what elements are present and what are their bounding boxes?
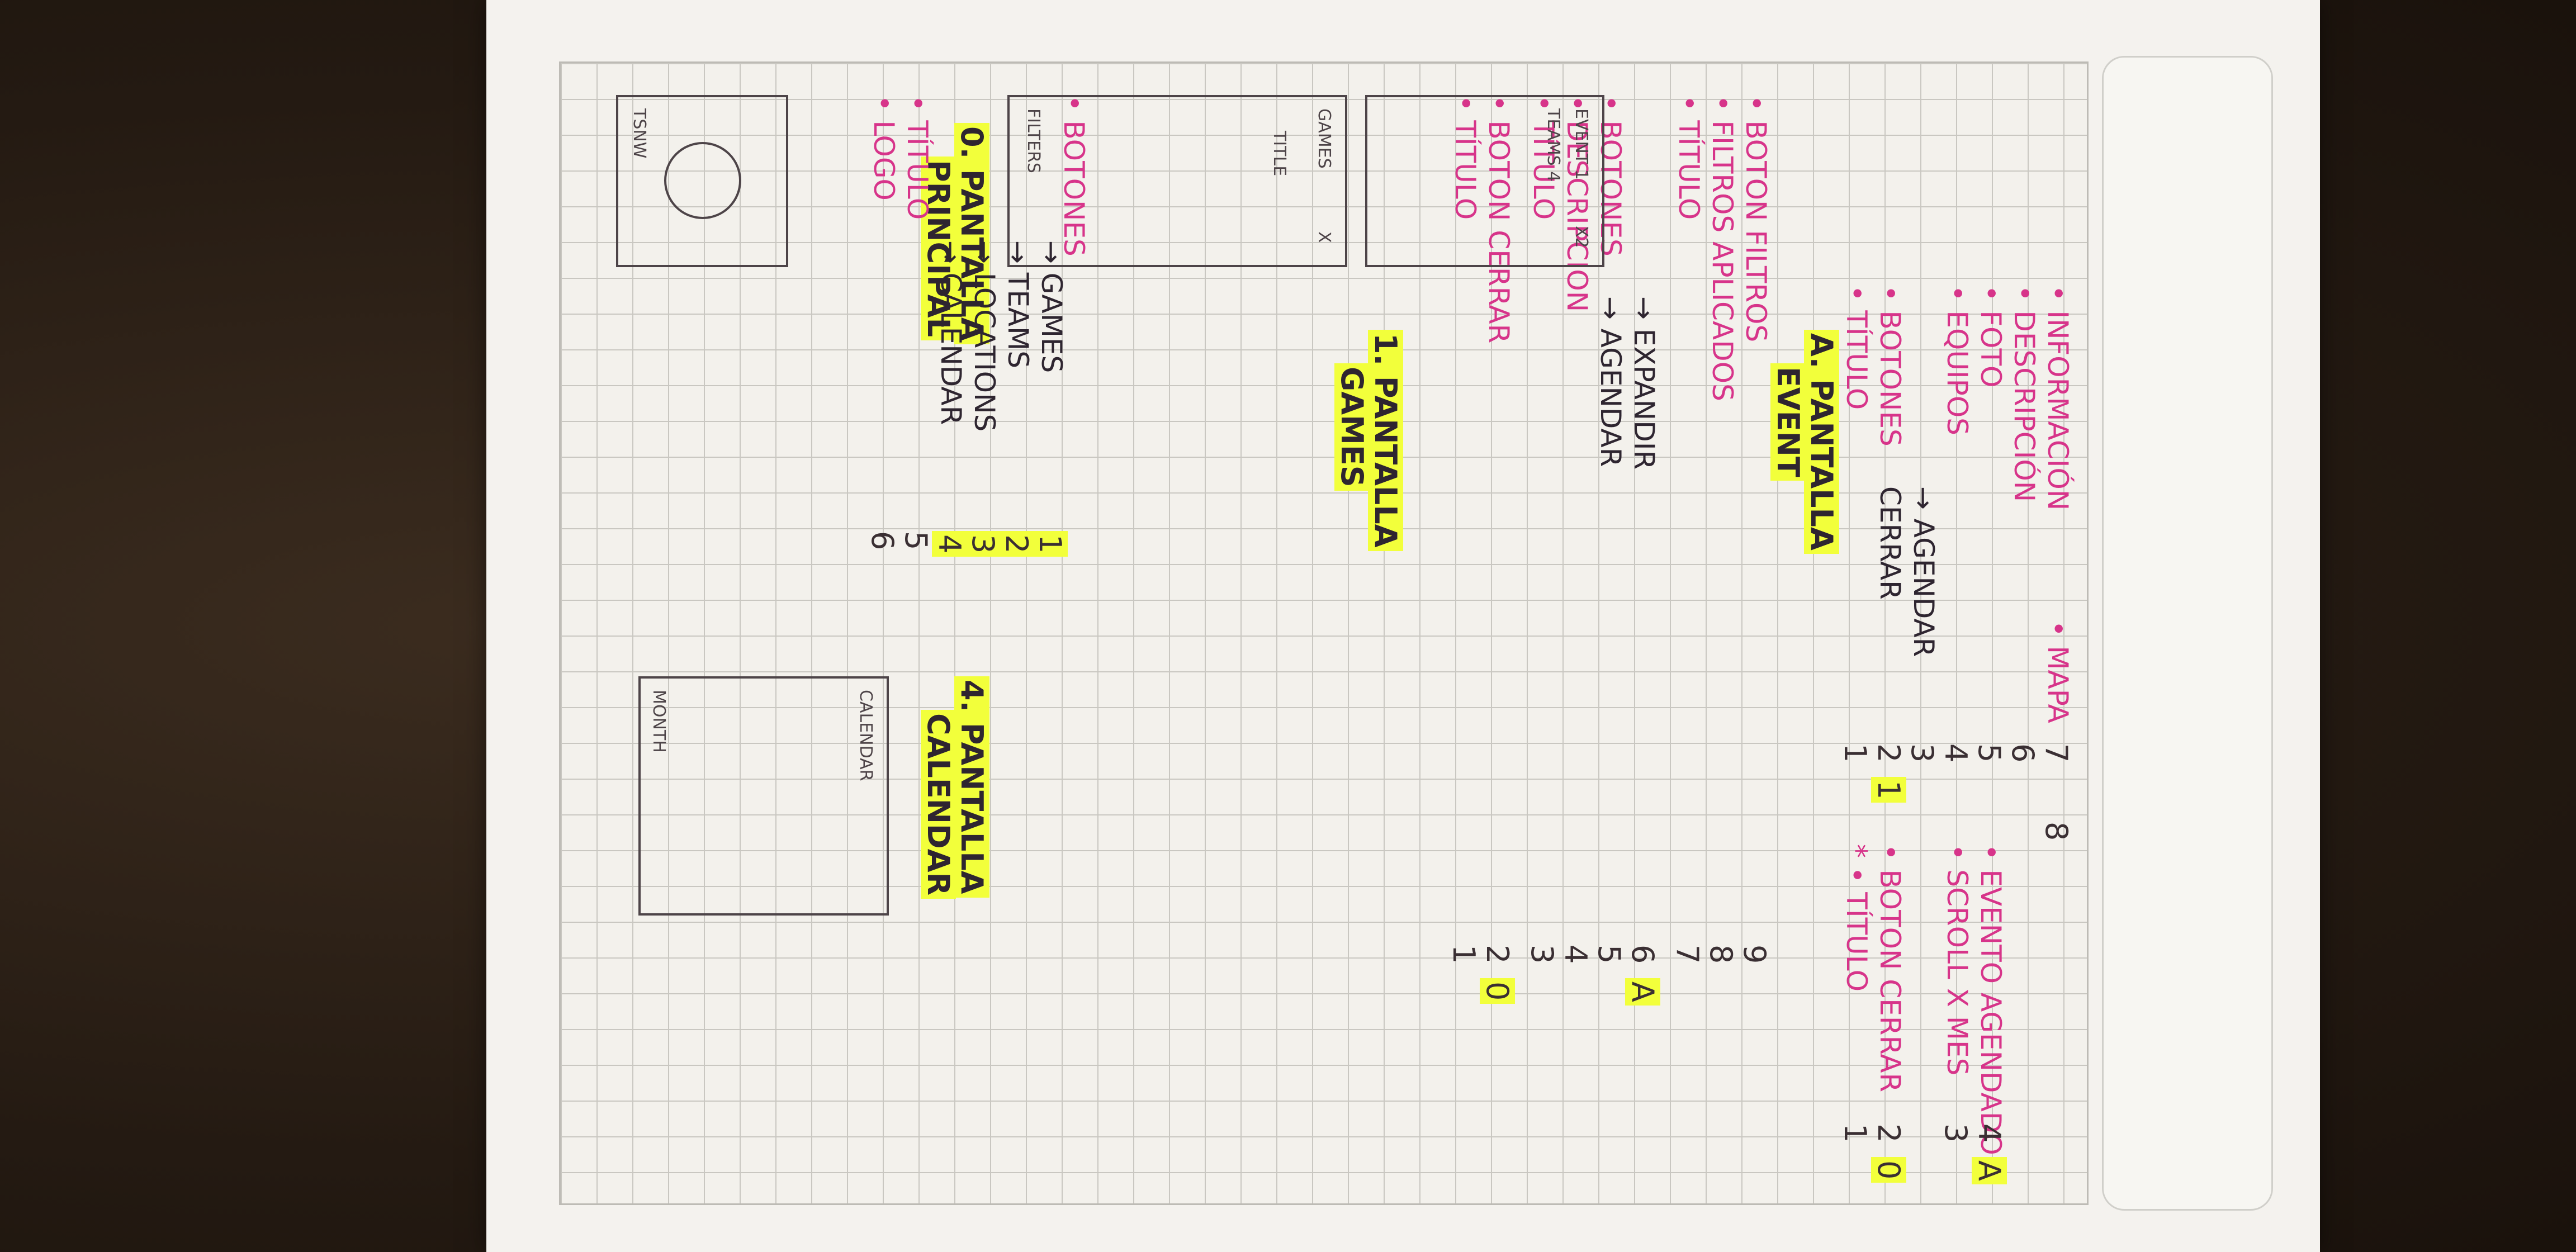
- s0-num-3: 3: [965, 531, 1001, 557]
- event-num-5: 5: [1972, 743, 2007, 763]
- games-boton-filtros: • BOTON FILTROS: [1740, 95, 1772, 343]
- cal-tag-a: A: [1972, 1157, 2007, 1184]
- games-num-3: 3: [1524, 945, 1560, 964]
- section-1-title-b: GAMES: [1334, 363, 1370, 491]
- wire-games-x: X: [1314, 231, 1334, 243]
- cal-num-2: 2: [1871, 1123, 1906, 1143]
- games-sub-expandir: → EXPANDIR: [1628, 296, 1660, 470]
- games-filtros: • FILTROS APLICADOS: [1706, 95, 1739, 401]
- cal-num-3: 3: [1938, 1123, 1973, 1143]
- event-num-8: 8: [2039, 822, 2074, 841]
- event-tag-1: 1: [1871, 777, 1906, 803]
- event-num-1: 1: [1838, 743, 1873, 763]
- wireframe-games-screen: GAMES X TITLE FILTERS: [1007, 95, 1347, 267]
- games-tag-0: 0: [1480, 978, 1515, 1004]
- event-descripcion: • DESCRIPCIÓN: [2008, 285, 2040, 502]
- cal-num-1: 1: [1838, 1123, 1873, 1143]
- event-mapa: • MAPA: [2042, 620, 2074, 723]
- games-titulo-7: • TÍTULO: [1673, 95, 1705, 220]
- event-foto: • FOTO: [1974, 285, 2007, 388]
- section-1-title-a: 1. PANTALLA: [1368, 330, 1403, 551]
- s0-sub-calendar: → CALENDAR: [935, 240, 967, 425]
- section-a-title-b: EVENT: [1770, 363, 1806, 481]
- event-num-2: 2: [1871, 743, 1906, 763]
- s0-num-5: 5: [898, 531, 934, 551]
- cal-titulo: * • TÍTULO: [1840, 844, 1873, 992]
- event-num-6: 6: [2005, 743, 2040, 763]
- event-sub-cerrar: CERRAR: [1874, 486, 1906, 600]
- cal-scroll: • SCROLL X MES: [1941, 844, 1973, 1076]
- soccer-ball-logo-icon: [664, 142, 741, 219]
- sketch-stage: TSNW 0. PANTALLA PRINCIPAL • BOTONES → G…: [559, 61, 2085, 1202]
- wire-month-label: MONTH: [649, 690, 669, 753]
- games-num-4: 4: [1558, 945, 1593, 964]
- event-num-3: 3: [1905, 743, 1940, 763]
- wire-calendar-label: CALENDAR: [856, 690, 875, 781]
- event-sub-agendar: → AGENDAR: [1907, 486, 1940, 657]
- wire-event-x: X2: [1571, 226, 1591, 248]
- games-num-2: 2: [1480, 945, 1515, 964]
- page-margin-strip: [2102, 56, 2273, 1211]
- games-num-5: 5: [1592, 945, 1627, 964]
- section-4-title-b: CALENDAR: [921, 710, 956, 899]
- wire-event-teams: TEAMS 4: [1543, 108, 1563, 182]
- s0-sub-locations: → LOCATIONS: [968, 240, 1001, 432]
- event-equipos: • EQUIPOS: [1941, 285, 1973, 435]
- wire-filters: FILTERS: [1024, 108, 1043, 173]
- cal-boton-cerrar: • BOTON CERRAR: [1874, 844, 1906, 1093]
- s0-titulo-label: • TÍTULO: [901, 95, 934, 220]
- cal-num-4: 4: [1972, 1123, 2007, 1143]
- games-tag-a: A: [1625, 978, 1660, 1006]
- wire-games-title: TITLE: [1270, 131, 1289, 177]
- cal-evento-agendado: • EVENTO AGENDADO: [1974, 844, 2007, 1155]
- s0-num-6: 6: [865, 531, 900, 551]
- grid-paper: [559, 61, 2089, 1205]
- section-a-title-a: A. PANTALLA: [1804, 330, 1839, 554]
- games-sub-agendar: → AGENDAR: [1594, 296, 1627, 467]
- wire-event-header: EVENT 1: [1571, 108, 1591, 180]
- wireframe-calendar: CALENDAR MONTH: [638, 676, 889, 916]
- wire-title-label: TSNW: [629, 108, 649, 159]
- s0-logo-label: • LOGO: [868, 95, 900, 201]
- wire-games-header: GAMES: [1314, 108, 1334, 169]
- games-num-9: 9: [1737, 945, 1772, 964]
- wireframe-event-screen: EVENT 1 X2 TEAMS 4: [1365, 95, 1604, 267]
- event-titulo: • TÍTULO: [1840, 285, 1873, 410]
- s0-num-1: 1: [1033, 531, 1068, 557]
- games-num-6: 6: [1625, 945, 1660, 964]
- event-botones: • BOTONES: [1874, 285, 1906, 447]
- event-informacion: • INFORMACIÓN: [2042, 285, 2074, 511]
- games-num-7: 7: [1670, 945, 1705, 964]
- wireframe-main-screen: TSNW: [616, 95, 788, 267]
- games-num-1: 1: [1446, 945, 1481, 964]
- event-num-4: 4: [1938, 743, 1973, 763]
- games-num-8: 8: [1703, 945, 1739, 964]
- s0-num-4: 4: [932, 531, 967, 557]
- s0-num-2: 2: [999, 531, 1034, 557]
- cal-tag-0: 0: [1871, 1157, 1906, 1183]
- section-4-title-a: 4. PANTALLA: [954, 676, 989, 898]
- rotated-sketch: TSNW 0. PANTALLA PRINCIPAL • BOTONES → G…: [559, 61, 2085, 1202]
- event-num-7: 7: [2039, 743, 2074, 763]
